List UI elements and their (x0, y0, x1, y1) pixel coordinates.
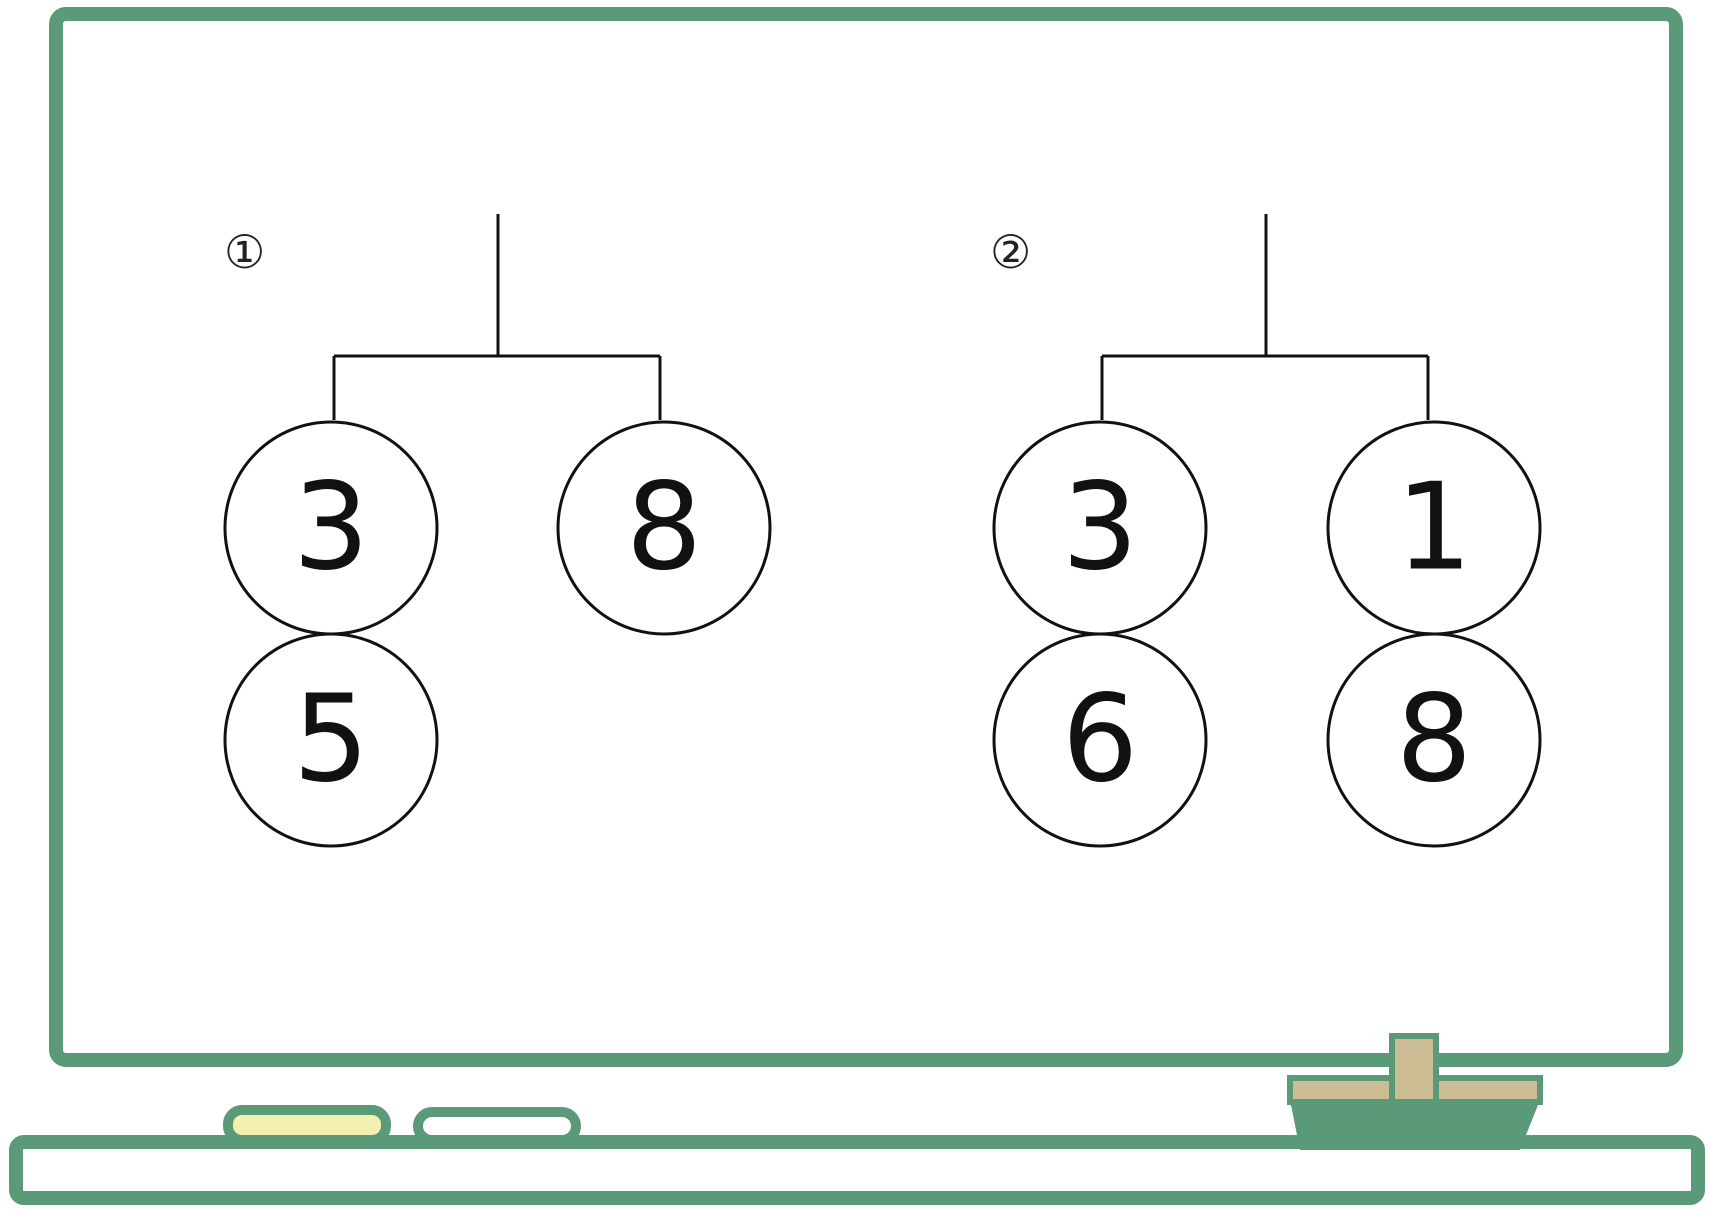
problem-1-left-bottom-node: 5 (225, 634, 437, 846)
problem-2-left-top-node: 3 (994, 422, 1206, 634)
problem-2-right-bottom-node: 8 (1328, 634, 1540, 846)
svg-text:8: 8 (626, 459, 702, 598)
svg-text:5: 5 (293, 671, 369, 810)
problem-2-left-bottom-node: 6 (994, 634, 1206, 846)
problem-1-left-top-node: 3 (225, 422, 437, 634)
svg-text:6: 6 (1062, 671, 1138, 810)
problem-1-marker: ① (224, 225, 265, 279)
svg-text:3: 3 (293, 459, 369, 598)
svg-text:1: 1 (1396, 459, 1472, 598)
problem-2-marker: ② (990, 225, 1031, 279)
chalk-white-icon (418, 1112, 576, 1140)
svg-text:8: 8 (1396, 671, 1472, 810)
chalk-tray (16, 1142, 1698, 1198)
chalk-yellow-icon (228, 1110, 386, 1140)
problem-1-right-top-node: 8 (558, 422, 770, 634)
svg-text:3: 3 (1062, 459, 1138, 598)
problem-2-right-top-node: 1 (1328, 422, 1540, 634)
